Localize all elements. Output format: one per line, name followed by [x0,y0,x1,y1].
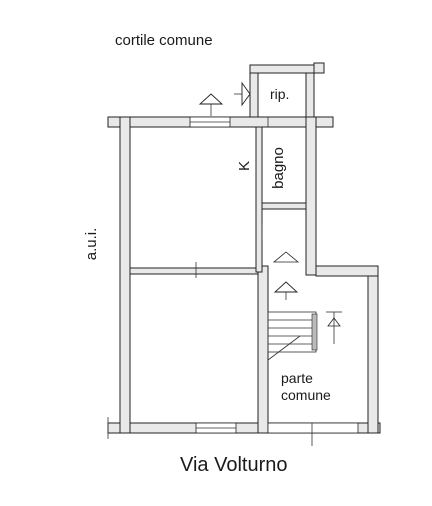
left-wall [119,116,131,434]
stair-right-wall [367,265,379,434]
storage-top-wall [249,64,315,74]
storage-label: rip. [270,86,289,102]
storage-upper-right [313,62,325,74]
bathroom-bottom-wall [261,202,307,210]
common-part-label-line1: parte [281,370,313,386]
stair-top-wall [315,265,379,277]
common-part-label-line2: comune [281,387,331,403]
entry-arrows [198,81,341,327]
adjacent-unit-label: a.u.i. [83,228,100,261]
bathroom-left-wall [255,126,263,273]
right-wall-upper [305,116,317,276]
walls [107,62,381,434]
stairs [267,311,342,361]
kitchen-label: K [236,161,253,171]
middle-partition [129,267,259,275]
street-label: Via Volturno [180,454,288,476]
stair-left-wall [257,265,269,434]
courtyard-label: cortile comune [115,32,213,49]
openings [107,116,359,446]
bathroom-label: bagno [270,147,287,189]
